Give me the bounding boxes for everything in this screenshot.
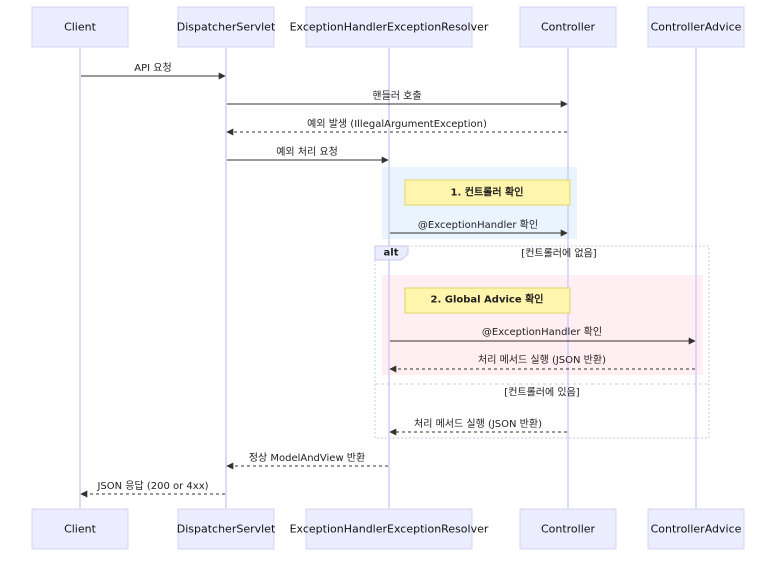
message-label-5: @ExceptionHandler 확인 xyxy=(418,219,538,231)
actor-controller-bottom xyxy=(519,508,617,550)
actor-client-top-label: Client xyxy=(64,21,97,34)
actor-client-bottom-label: Client xyxy=(64,523,97,536)
actor-client-top xyxy=(31,6,129,48)
alt-frame xyxy=(374,245,710,439)
alt-condition-1: [컨트롤러에 없음] xyxy=(521,247,596,260)
actor-advice-bottom-label: ControllerAdvice xyxy=(651,523,742,536)
message-label-6: @ExceptionHandler 확인 xyxy=(482,326,602,338)
actor-resolver-top xyxy=(305,6,473,48)
note-controller-check-text: 1. 컨트롤러 확인 xyxy=(451,186,524,199)
alt-tab xyxy=(374,245,409,261)
message-label-8: 처리 메서드 실행 (JSON 반환) xyxy=(414,418,542,430)
note-global-advice xyxy=(404,287,571,314)
actor-controller-top xyxy=(519,6,617,48)
actor-advice-bottom xyxy=(647,508,745,550)
actor-controller-bottom-label: Controller xyxy=(541,523,596,536)
message-label-4: 예외 처리 요청 xyxy=(276,146,338,158)
actor-resolver-top-label: ExceptionHandlerExceptionResolver xyxy=(290,21,489,34)
actor-dispatcher-top-label: DispatcherServlet xyxy=(177,21,276,34)
alt-label: alt xyxy=(384,248,399,259)
actor-client-bottom xyxy=(31,508,129,550)
actor-dispatcher-top xyxy=(177,6,275,48)
message-label-2: 핸들러 호출 xyxy=(372,90,421,102)
actor-advice-top xyxy=(647,6,745,48)
alt-condition-2: [컨트롤러에 있음] xyxy=(504,387,579,399)
note-global-advice-text: 2. Global Advice 확인 xyxy=(431,293,544,306)
actor-resolver-bottom-label: ExceptionHandlerExceptionResolver xyxy=(290,523,489,536)
message-label-1: API 요청 xyxy=(134,62,171,74)
message-label-3: 예외 발생 (IllegalArgumentException) xyxy=(307,118,487,130)
message-label-7: 처리 메서드 실행 (JSON 반환) xyxy=(478,354,606,366)
actor-dispatcher-bottom-label: DispatcherServlet xyxy=(177,523,276,536)
actor-controller-top-label: Controller xyxy=(541,21,596,34)
message-label-10: JSON 응답 (200 or 4xx) xyxy=(96,480,208,492)
actor-dispatcher-bottom xyxy=(177,508,275,550)
actor-resolver-bottom xyxy=(305,508,473,550)
message-label-9: 정상 ModelAndView 반환 xyxy=(249,452,365,464)
note-controller-check xyxy=(404,179,571,206)
actor-advice-top-label: ControllerAdvice xyxy=(651,21,742,34)
